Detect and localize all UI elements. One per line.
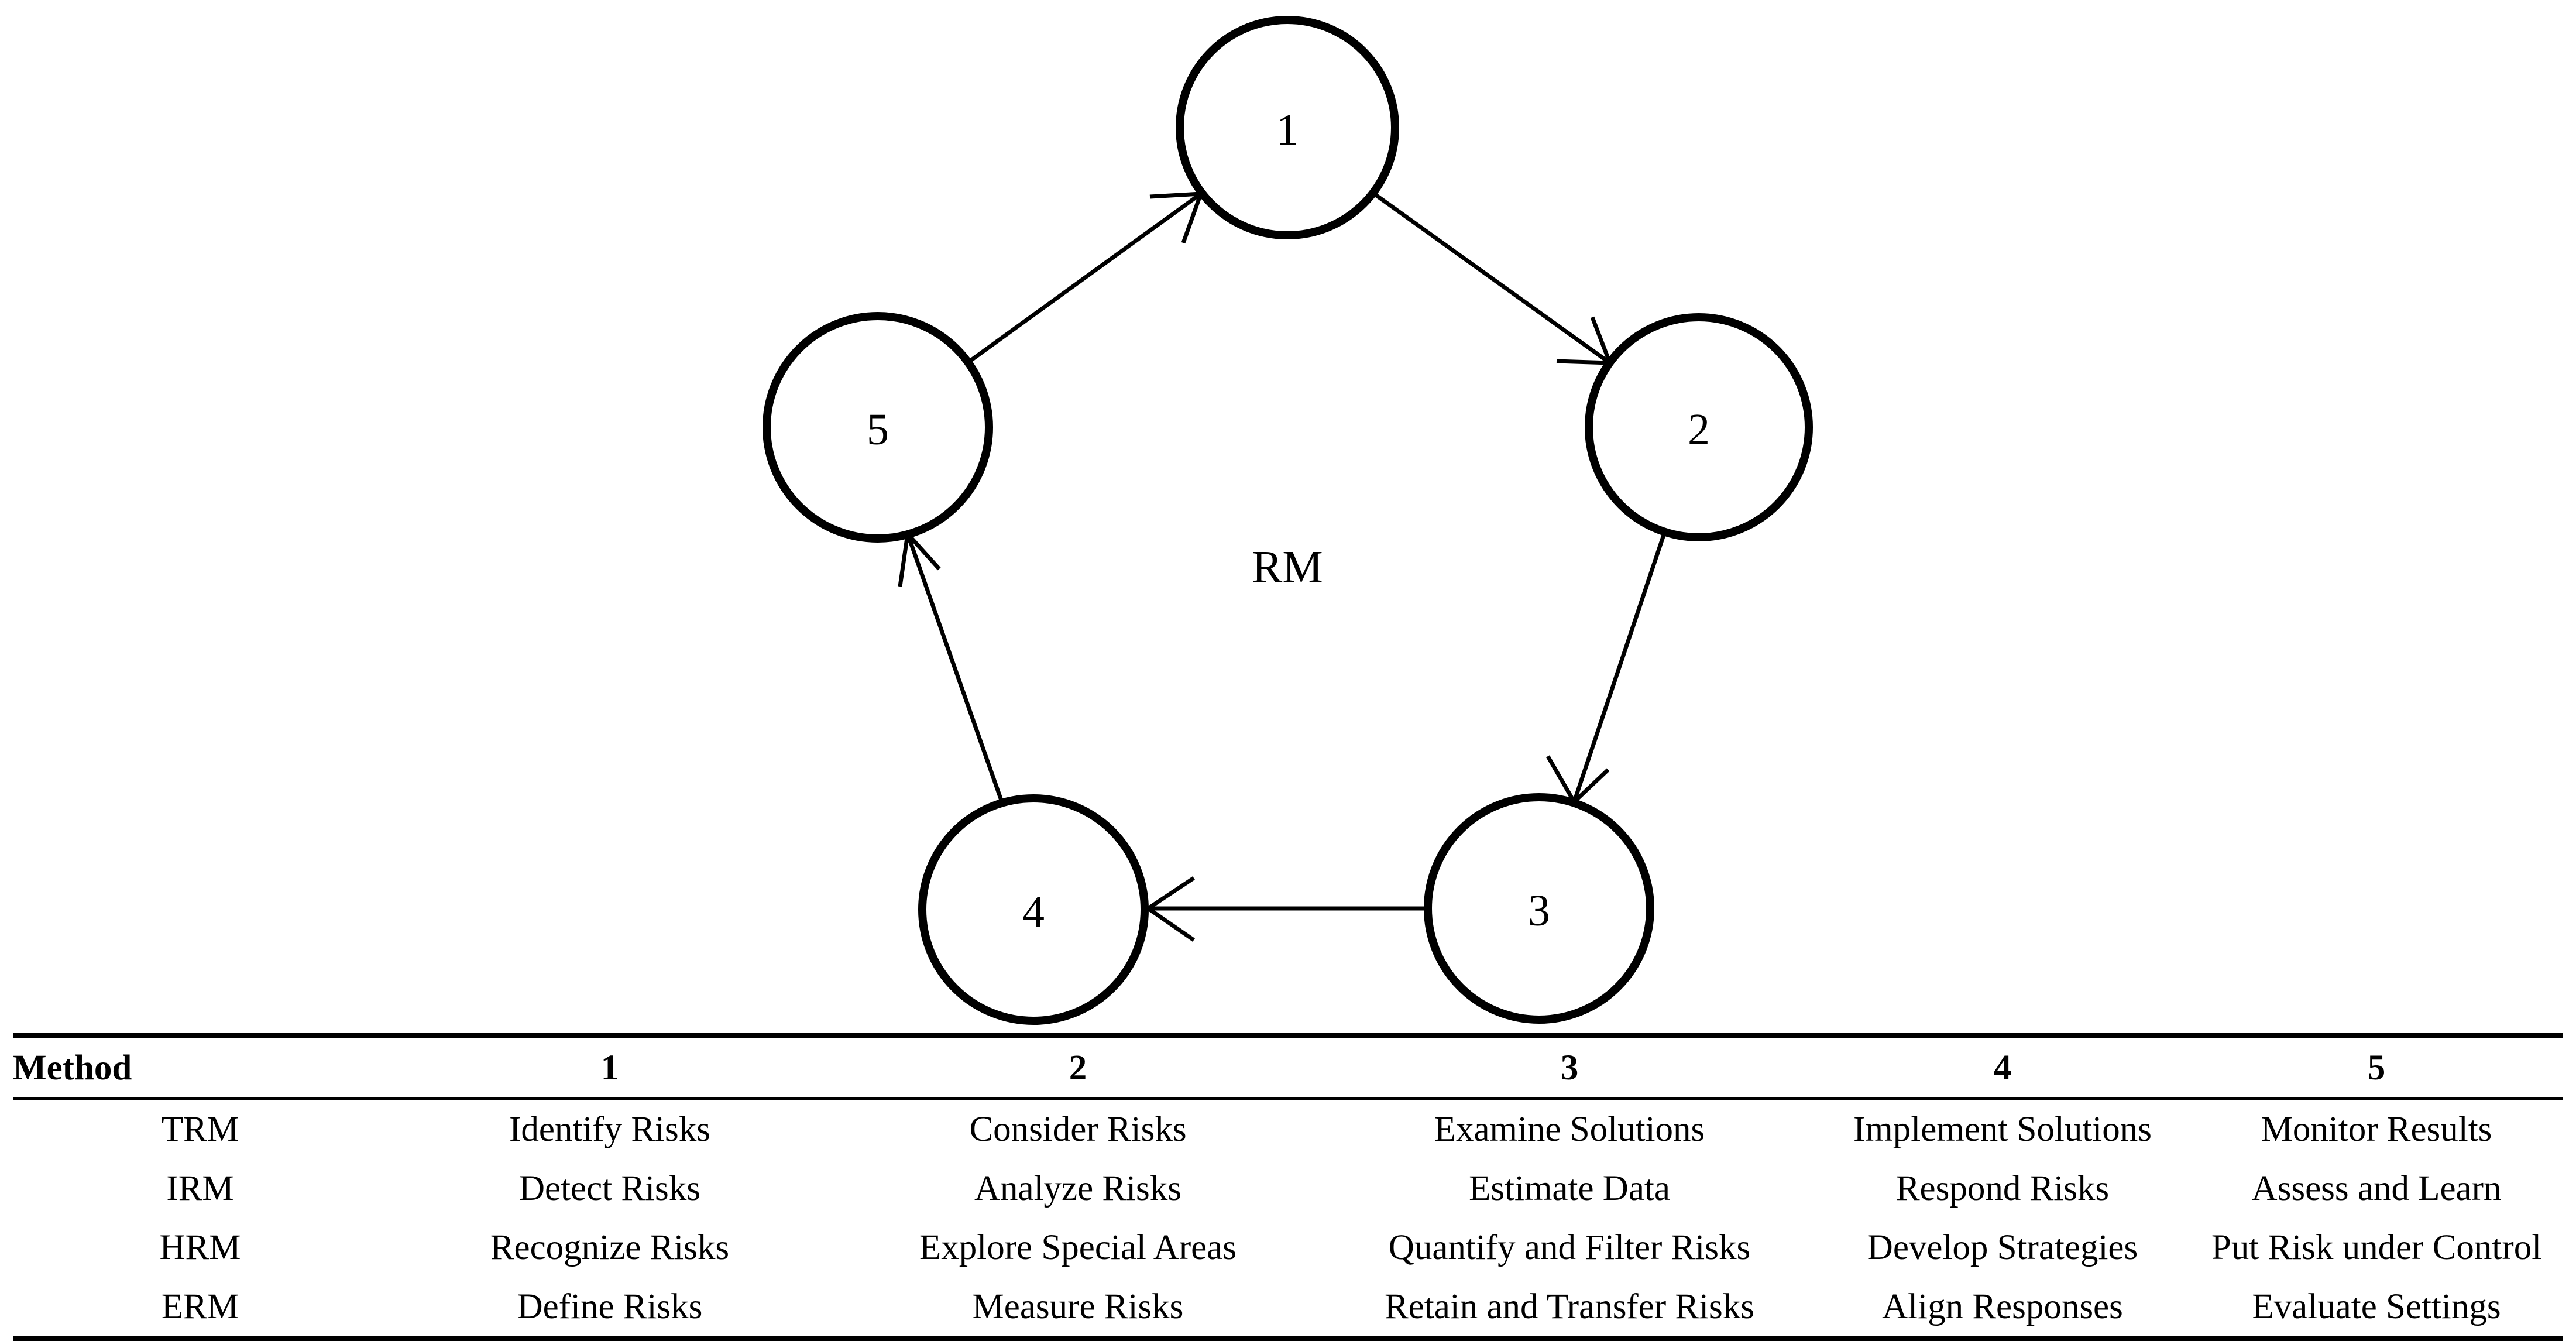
edge-4-to-5 — [898, 532, 1004, 803]
cell-erm-step-3: Retain and Transfer Risks — [1384, 1287, 1754, 1326]
cycle-center-label: RM — [1252, 541, 1323, 592]
cycle-node-3[interactable]: 3 — [1424, 793, 1654, 1024]
cell-erm-step-1: Define Risks — [517, 1287, 703, 1326]
cell-erm-step-2: Measure Risks — [972, 1287, 1184, 1326]
column-header-step-4: 4 — [1993, 1048, 2012, 1088]
risk-method-steps-table: Method 1 2 3 4 5 TRM Identify Risks Cons… — [13, 1033, 2563, 1341]
table-row: TRM Identify Risks Consider Risks Examin… — [13, 1099, 2563, 1160]
table-row: ERM Define Risks Measure Risks Retain an… — [13, 1277, 2563, 1339]
node-5-label: 5 — [867, 405, 889, 454]
cell-erm-step-5: Evaluate Settings — [2252, 1287, 2501, 1326]
cell-trm-step-4: Implement Solutions — [1853, 1110, 2152, 1149]
table-row: IRM Detect Risks Analyze Risks Estimate … — [13, 1159, 2563, 1218]
cell-irm-step-1: Detect Risks — [518, 1169, 701, 1208]
node-4-circle — [918, 794, 1149, 1025]
node-1-label: 1 — [1276, 105, 1299, 155]
edge-5-to-1 — [966, 191, 1203, 365]
node-5-circle — [763, 312, 993, 543]
cell-trm-step-3: Examine Solutions — [1434, 1110, 1705, 1149]
cell-irm-step-2: Analyze Risks — [974, 1169, 1182, 1208]
column-header-step-1: 1 — [600, 1048, 619, 1088]
node-2-label: 2 — [1688, 405, 1710, 454]
cell-irm-step-5: Assess and Learn — [2251, 1169, 2502, 1208]
cell-erm-step-4: Align Responses — [1882, 1287, 2123, 1326]
cell-hrm-step-4: Develop Strategies — [1867, 1228, 2138, 1267]
risk-management-cycle-diagram: 1 2 3 4 5 RM — [763, 16, 1813, 1025]
row-method-hrm: HRM — [159, 1228, 241, 1267]
row-method-irm: IRM — [166, 1169, 234, 1208]
node-4-label: 4 — [1022, 887, 1045, 937]
node-3-circle — [1424, 793, 1654, 1024]
column-header-step-5: 5 — [2367, 1048, 2386, 1088]
cycle-node-2[interactable]: 2 — [1585, 313, 1813, 541]
cell-trm-step-2: Consider Risks — [969, 1110, 1187, 1149]
cell-trm-step-1: Identify Risks — [509, 1110, 710, 1149]
column-header-method: Method — [13, 1048, 132, 1088]
cell-irm-step-3: Estimate Data — [1469, 1169, 1670, 1208]
row-method-erm: ERM — [161, 1287, 239, 1326]
cycle-node-4[interactable]: 4 — [918, 794, 1149, 1025]
column-header-step-2: 2 — [1069, 1048, 1087, 1088]
cell-hrm-step-2: Explore Special Areas — [919, 1228, 1237, 1267]
cycle-node-5[interactable]: 5 — [763, 312, 993, 543]
table-body: TRM Identify Risks Consider Risks Examin… — [13, 1099, 2563, 1339]
cell-hrm-step-1: Recognize Risks — [490, 1228, 730, 1267]
node-1-circle — [1176, 16, 1399, 239]
cell-trm-step-5: Monitor Results — [2261, 1110, 2492, 1149]
node-3-label: 3 — [1528, 886, 1550, 935]
cell-irm-step-4: Respond Risks — [1895, 1169, 2110, 1208]
cell-hrm-step-3: Quantify and Filter Risks — [1388, 1228, 1751, 1267]
edge-1-to-2 — [1372, 192, 1612, 365]
cycle-node-1[interactable]: 1 — [1176, 16, 1399, 239]
table-row: HRM Recognize Risks Explore Special Area… — [13, 1218, 2563, 1277]
edge-2-to-3 — [1545, 530, 1667, 804]
table-header-row: Method 1 2 3 4 5 — [13, 1035, 2563, 1099]
edge-3-to-4 — [1147, 876, 1427, 942]
cell-hrm-step-5: Put Risk under Control — [2211, 1228, 2542, 1267]
node-2-circle — [1585, 313, 1813, 541]
table-header: Method 1 2 3 4 5 — [13, 1035, 2563, 1099]
column-header-step-3: 3 — [1560, 1048, 1579, 1088]
row-method-trm: TRM — [161, 1110, 239, 1149]
